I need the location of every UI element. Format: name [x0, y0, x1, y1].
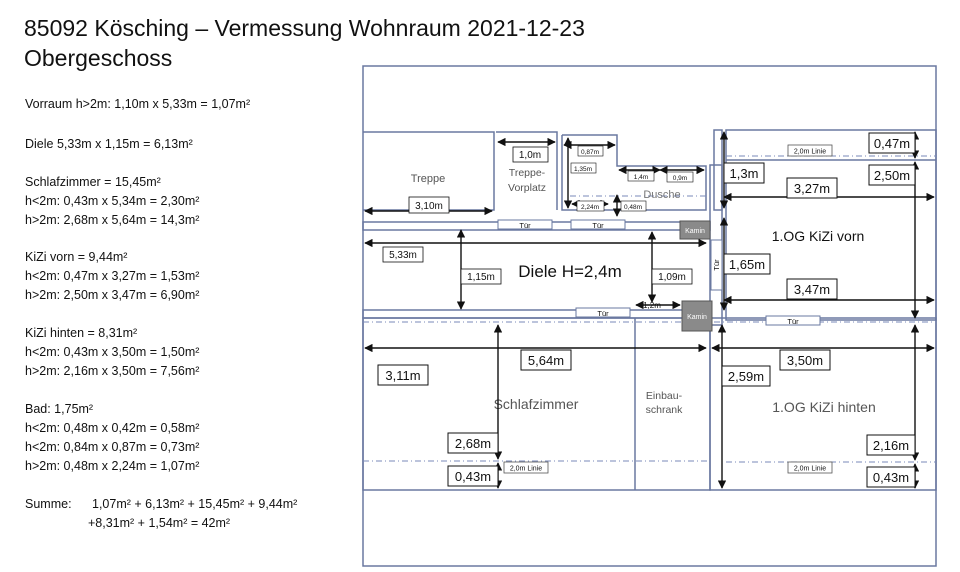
dim-label: 1,2m: [643, 301, 661, 310]
plan-frame: [362, 65, 937, 567]
dim-label: 2,50m: [874, 168, 910, 183]
dim-label: 3,10m: [415, 201, 443, 212]
calc-line: h<2m: 0,47m x 3,27m = 1,53m²: [25, 269, 200, 283]
calc-line: h>2m: 0,48m x 2,24m = 1,07m²: [25, 459, 200, 473]
summe-label: Summe:: [25, 497, 72, 511]
dim-label: 0,47m: [874, 136, 910, 151]
dim-label: 0,9m: [673, 175, 687, 182]
dim-label: 0,43m: [455, 469, 491, 484]
linie-label: 2,0m Linie: [794, 149, 826, 156]
linie-label: 2,0m Linie: [794, 466, 826, 473]
dim-label: 2,24m: [581, 204, 599, 211]
calc-line: KiZi vorn = 9,44m²: [25, 250, 128, 264]
dim-label: 5,33m: [389, 250, 417, 261]
calc-line: KiZi hinten = 8,31m²: [25, 326, 138, 340]
dim-label: 2,59m: [728, 369, 764, 384]
summe-line-1: 1,07m² + 6,13m² + 15,45m² + 9,44m²: [92, 497, 298, 511]
dim-label: 5,64m: [528, 353, 564, 368]
dash-lines: [363, 150, 936, 463]
calc-line: Schlafzimmer = 15,45m²: [25, 175, 161, 189]
door-label: Tür: [597, 309, 609, 318]
room-kizi-vorn: 1.OG KiZi vorn: [772, 228, 865, 244]
calc-line: h<2m: 0,43m x 5,34m = 2,30m²: [25, 194, 200, 208]
dim-label: 0,48m: [624, 204, 642, 211]
room-vorplatz: Vorplatz: [508, 182, 546, 194]
calc-line: h<2m: 0,48m x 0,42m = 0,58m²: [25, 421, 200, 435]
room-einbauschrank: schrank: [646, 404, 684, 416]
room-dusche: Dusche: [643, 189, 680, 201]
room-diele: Diele H=2,4m: [518, 262, 621, 281]
room-kizi-hinten: 1.OG KiZi hinten: [772, 399, 876, 415]
dim-label: 0,87m: [581, 149, 599, 156]
calc-line: h<2m: 0,84m x 0,87m = 0,73m²: [25, 440, 200, 454]
calc-line: h>2m: 2,68m x 5,64m = 14,3m²: [25, 213, 200, 227]
calc-line: Vorraum h>2m: 1,10m x 5,33m = 1,07m²: [25, 97, 251, 111]
page-title: 85092 Kösching – Vermessung Wohnraum 202…: [24, 15, 585, 41]
door-label: Tür: [712, 259, 721, 271]
door-label: Tür: [592, 221, 604, 230]
room-einbauschrank: Einbau-: [646, 390, 683, 402]
room-schlafzimmer: Schlafzimmer: [494, 396, 579, 412]
calc-line: Diele 5,33m x 1,15m = 6,13m²: [25, 137, 193, 151]
dim-label: 3,27m: [794, 181, 830, 196]
dim-label: 1,3m: [730, 166, 759, 181]
calc-line: h>2m: 2,50m x 3,47m = 6,90m²: [25, 288, 200, 302]
dim-label: 3,47m: [794, 282, 830, 297]
page-subtitle: Obergeschoss: [24, 45, 173, 71]
calc-line: h<2m: 0,43m x 3,50m = 1,50m²: [25, 345, 200, 359]
kamin-label: Kamin: [687, 314, 707, 321]
dim-label: 1,4m: [634, 174, 648, 181]
room-labels: Treppe Treppe- Vorplatz Dusche 1.OG KiZi…: [411, 167, 876, 416]
dim-label: 1,0m: [519, 150, 541, 161]
linie-label: 2,0m Linie: [510, 466, 542, 473]
dim-label: 2,68m: [455, 436, 491, 451]
doors: Tür Tür Tür Tür Tür: [497, 219, 821, 326]
dim-label: 1,35m: [574, 166, 592, 173]
linie-labels: 2,0m Linie 2,0m Linie 2,0m Linie: [503, 144, 833, 474]
calc-line: h>2m: 2,16m x 3,50m = 7,56m²: [25, 364, 200, 378]
dim-label: 3,50m: [787, 353, 823, 368]
door-label: Tür: [787, 317, 799, 326]
dim-label: 1,15m: [467, 272, 495, 283]
chimneys: Kamin Kamin: [679, 220, 713, 332]
dim-label: 1,09m: [658, 272, 686, 283]
room-vorplatz: Treppe-: [509, 167, 546, 179]
room-treppe: Treppe: [411, 173, 445, 185]
kamin-label: Kamin: [685, 228, 705, 235]
summe-line-2: +8,31m² + 1,54m² = 42m²: [88, 516, 231, 530]
calc-line: Bad: 1,75m²: [25, 402, 94, 416]
dimension-labels: 3,10m 1,0m 0,87m 1,35m 1,4m 0,9m 2,24m 0…: [377, 132, 916, 488]
door-label: Tür: [519, 221, 531, 230]
dimension-arrows: [364, 131, 935, 489]
dim-label: 2,16m: [873, 438, 909, 453]
diele-label-bg: [507, 254, 634, 286]
dim-label: 0,43m: [873, 470, 909, 485]
dim-label: 1,65m: [729, 257, 765, 272]
dim-label: 3,11m: [385, 368, 420, 383]
